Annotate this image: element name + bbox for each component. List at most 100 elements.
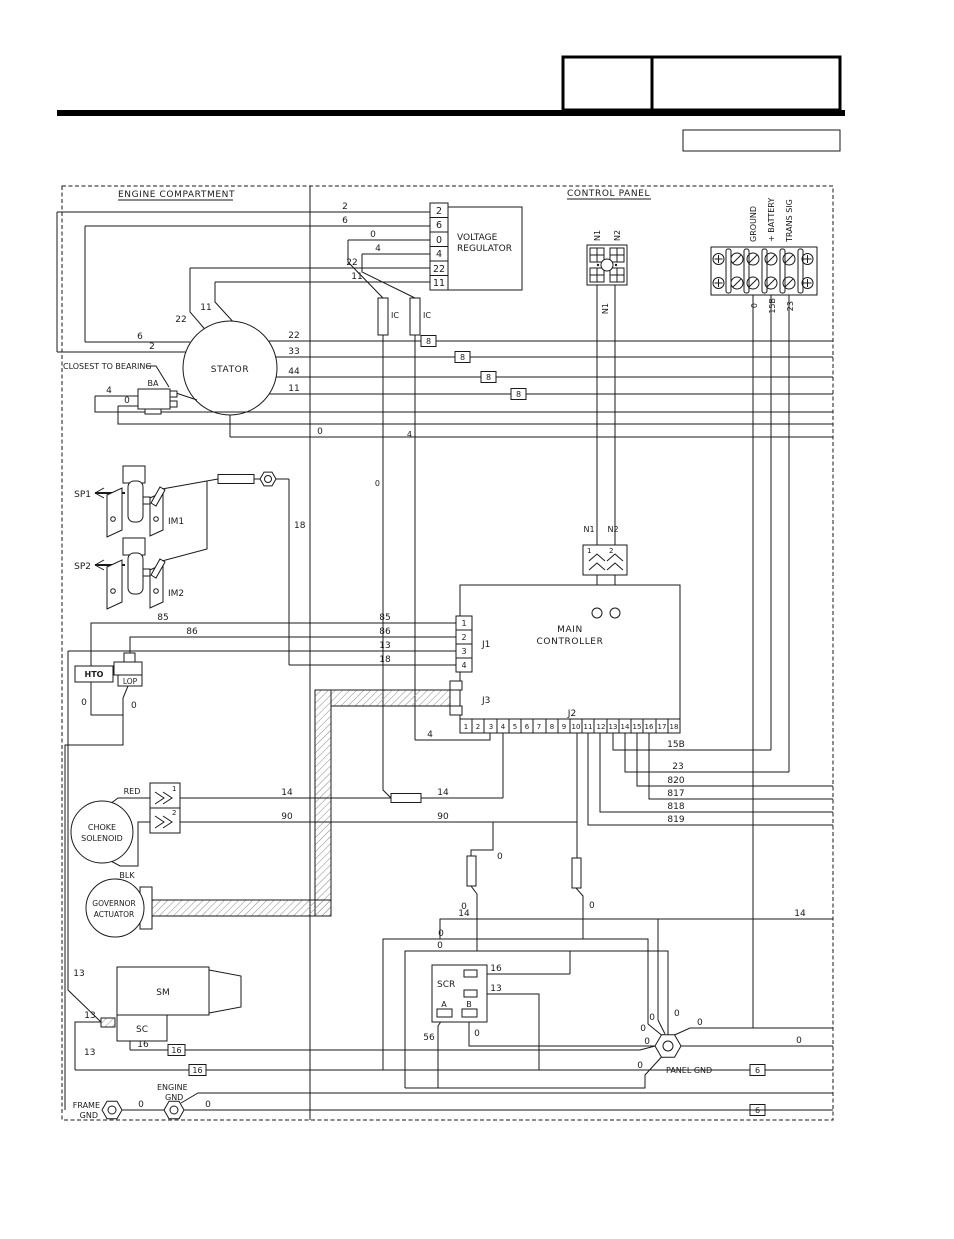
bearing-tab — [144, 408, 162, 415]
wire-label-13: 13 — [379, 641, 390, 651]
wire-label-22: 22 — [346, 258, 357, 268]
stator: STATOR 22 33 44 11 22 11 6 2 0 8 8 8 8 — [137, 303, 833, 438]
ignition-module-1 — [106, 465, 166, 538]
sp1-label: SP1 — [74, 490, 91, 500]
governor-label-1: GOVERNOR — [92, 899, 135, 908]
j2-dividers — [471, 719, 669, 733]
j1-pin: 2 — [461, 633, 466, 642]
bearing-label: BA — [148, 379, 159, 388]
splice-8: 8 — [486, 373, 491, 382]
j2-pin: 9 — [562, 723, 566, 731]
im1-label: IM1 — [168, 517, 184, 527]
wire-label-4: 4 — [427, 730, 433, 740]
wire-label-0: 0 — [437, 941, 443, 951]
wire-label-90: 90 — [437, 812, 449, 822]
sp2-label: SP2 — [74, 562, 91, 572]
lop-label: LOP — [123, 677, 138, 686]
wire-label-0: 0 — [674, 1009, 680, 1019]
bearing-wires — [94, 365, 833, 425]
wire-label-0: 0 — [697, 1018, 703, 1028]
panel-gnd-label: PANEL GND — [666, 1066, 712, 1075]
resistor-a — [466, 855, 477, 887]
strip-barrier — [761, 248, 768, 294]
n2-label: N2 — [607, 525, 618, 534]
frame-ground-hole — [107, 1105, 117, 1115]
cp-connector: N1 N2 — [586, 230, 628, 286]
wire-label-0: 0 — [637, 1061, 643, 1071]
header-box-1 — [561, 55, 654, 112]
frame-gnd-label-2: GND — [80, 1111, 98, 1120]
bearing-tab — [169, 400, 178, 408]
bearing-assembly: CLOSEST TO BEARING BA 4 0 — [63, 362, 833, 425]
sensors: HTO LOP 85 86 0 0 — [64, 613, 456, 1110]
wire-label-15b: 15B — [768, 298, 777, 314]
strip-barrier — [797, 248, 804, 294]
sc-label: SC — [136, 1025, 148, 1035]
splice-6-box — [749, 1064, 766, 1076]
ic-left-label: IC — [391, 311, 399, 320]
j1-pin: 1 — [461, 619, 466, 628]
wire-label-16: 16 — [137, 1040, 149, 1050]
j2-pin: 18 — [670, 723, 679, 731]
splice-16-box — [188, 1064, 207, 1076]
wire-label-44: 44 — [288, 367, 300, 377]
wire-label-22: 22 — [175, 315, 186, 325]
connector-pin-1: 1 — [172, 785, 176, 793]
surge-pin-2: 2 — [609, 547, 613, 555]
panel-ground-spokes — [405, 1019, 833, 1089]
wire-label-85: 85 — [379, 613, 390, 623]
j2-pin: 17 — [658, 723, 667, 731]
wire-label-0: 0 — [644, 1037, 650, 1047]
strip-barrier — [779, 248, 786, 294]
j2-pin: 12 — [597, 723, 606, 731]
lop-body — [113, 661, 143, 676]
panel-ground-hole — [662, 1040, 674, 1052]
scr-module: SCR 16 13 A B 56 0 — [423, 964, 655, 1088]
scr-terminal-a — [436, 1008, 453, 1018]
j2-pin: 1 — [464, 723, 468, 731]
wire-label-23: 23 — [672, 762, 683, 772]
splice-16: 16 — [171, 1046, 181, 1055]
wire-label-11: 11 — [200, 303, 211, 313]
n1-label: N1 — [593, 230, 602, 241]
wire-label-0: 0 — [124, 396, 130, 406]
ground-terminal-label: GROUND — [749, 206, 758, 242]
diagram-frame: ENGINE COMPARTMENT CONTROL PANEL — [61, 185, 834, 1121]
stator-wires — [229, 340, 833, 438]
j2-pin: 5 — [513, 723, 517, 731]
engine-gnd-label-1: ENGINE — [157, 1083, 188, 1092]
j2-pin: 13 — [609, 723, 618, 731]
wire-label-0: 0 — [205, 1100, 211, 1110]
j2-pin: 7 — [537, 723, 541, 731]
voltage-regulator: VOLTAGE REGULATOR 2 6 0 4 22 11 2 6 0 4 … — [56, 202, 523, 353]
blk-wire-label: BLK — [119, 871, 135, 880]
control-panel-label: CONTROL PANEL — [567, 189, 650, 199]
strip-barrier — [743, 248, 750, 294]
frame-ground-nut — [101, 1100, 123, 1120]
wire-label-0: 0 — [461, 902, 467, 912]
choke-label-2: SOLENOID — [81, 834, 123, 843]
scr-a-label: A — [441, 1000, 447, 1009]
j3-ribbon-top — [330, 689, 451, 707]
engine-ground-hole — [169, 1105, 179, 1115]
wire-label-22: 22 — [288, 331, 299, 341]
j1-label: J1 — [481, 640, 490, 650]
wire-label-14: 14 — [458, 909, 470, 919]
spark-plug-arrowheads — [94, 487, 105, 571]
n1-label: N1 — [583, 525, 594, 534]
wire-label-86: 86 — [379, 627, 391, 637]
bearing-tab — [169, 390, 178, 398]
vr-box — [447, 206, 523, 291]
j2-pin: 11 — [584, 723, 593, 731]
controller-title-2: CONTROLLER — [537, 637, 604, 647]
wire-label-2: 2 — [342, 202, 348, 212]
starter: SM SC 13 13 13 16 16 16 — [67, 651, 833, 1076]
wire-label-0: 0 — [138, 1100, 144, 1110]
controller-box — [459, 584, 681, 726]
wire-label-0: 0 — [796, 1036, 802, 1046]
im2-label: IM2 — [168, 589, 184, 599]
wire-label-14: 14 — [794, 909, 806, 919]
wire-label-90: 90 — [281, 812, 293, 822]
